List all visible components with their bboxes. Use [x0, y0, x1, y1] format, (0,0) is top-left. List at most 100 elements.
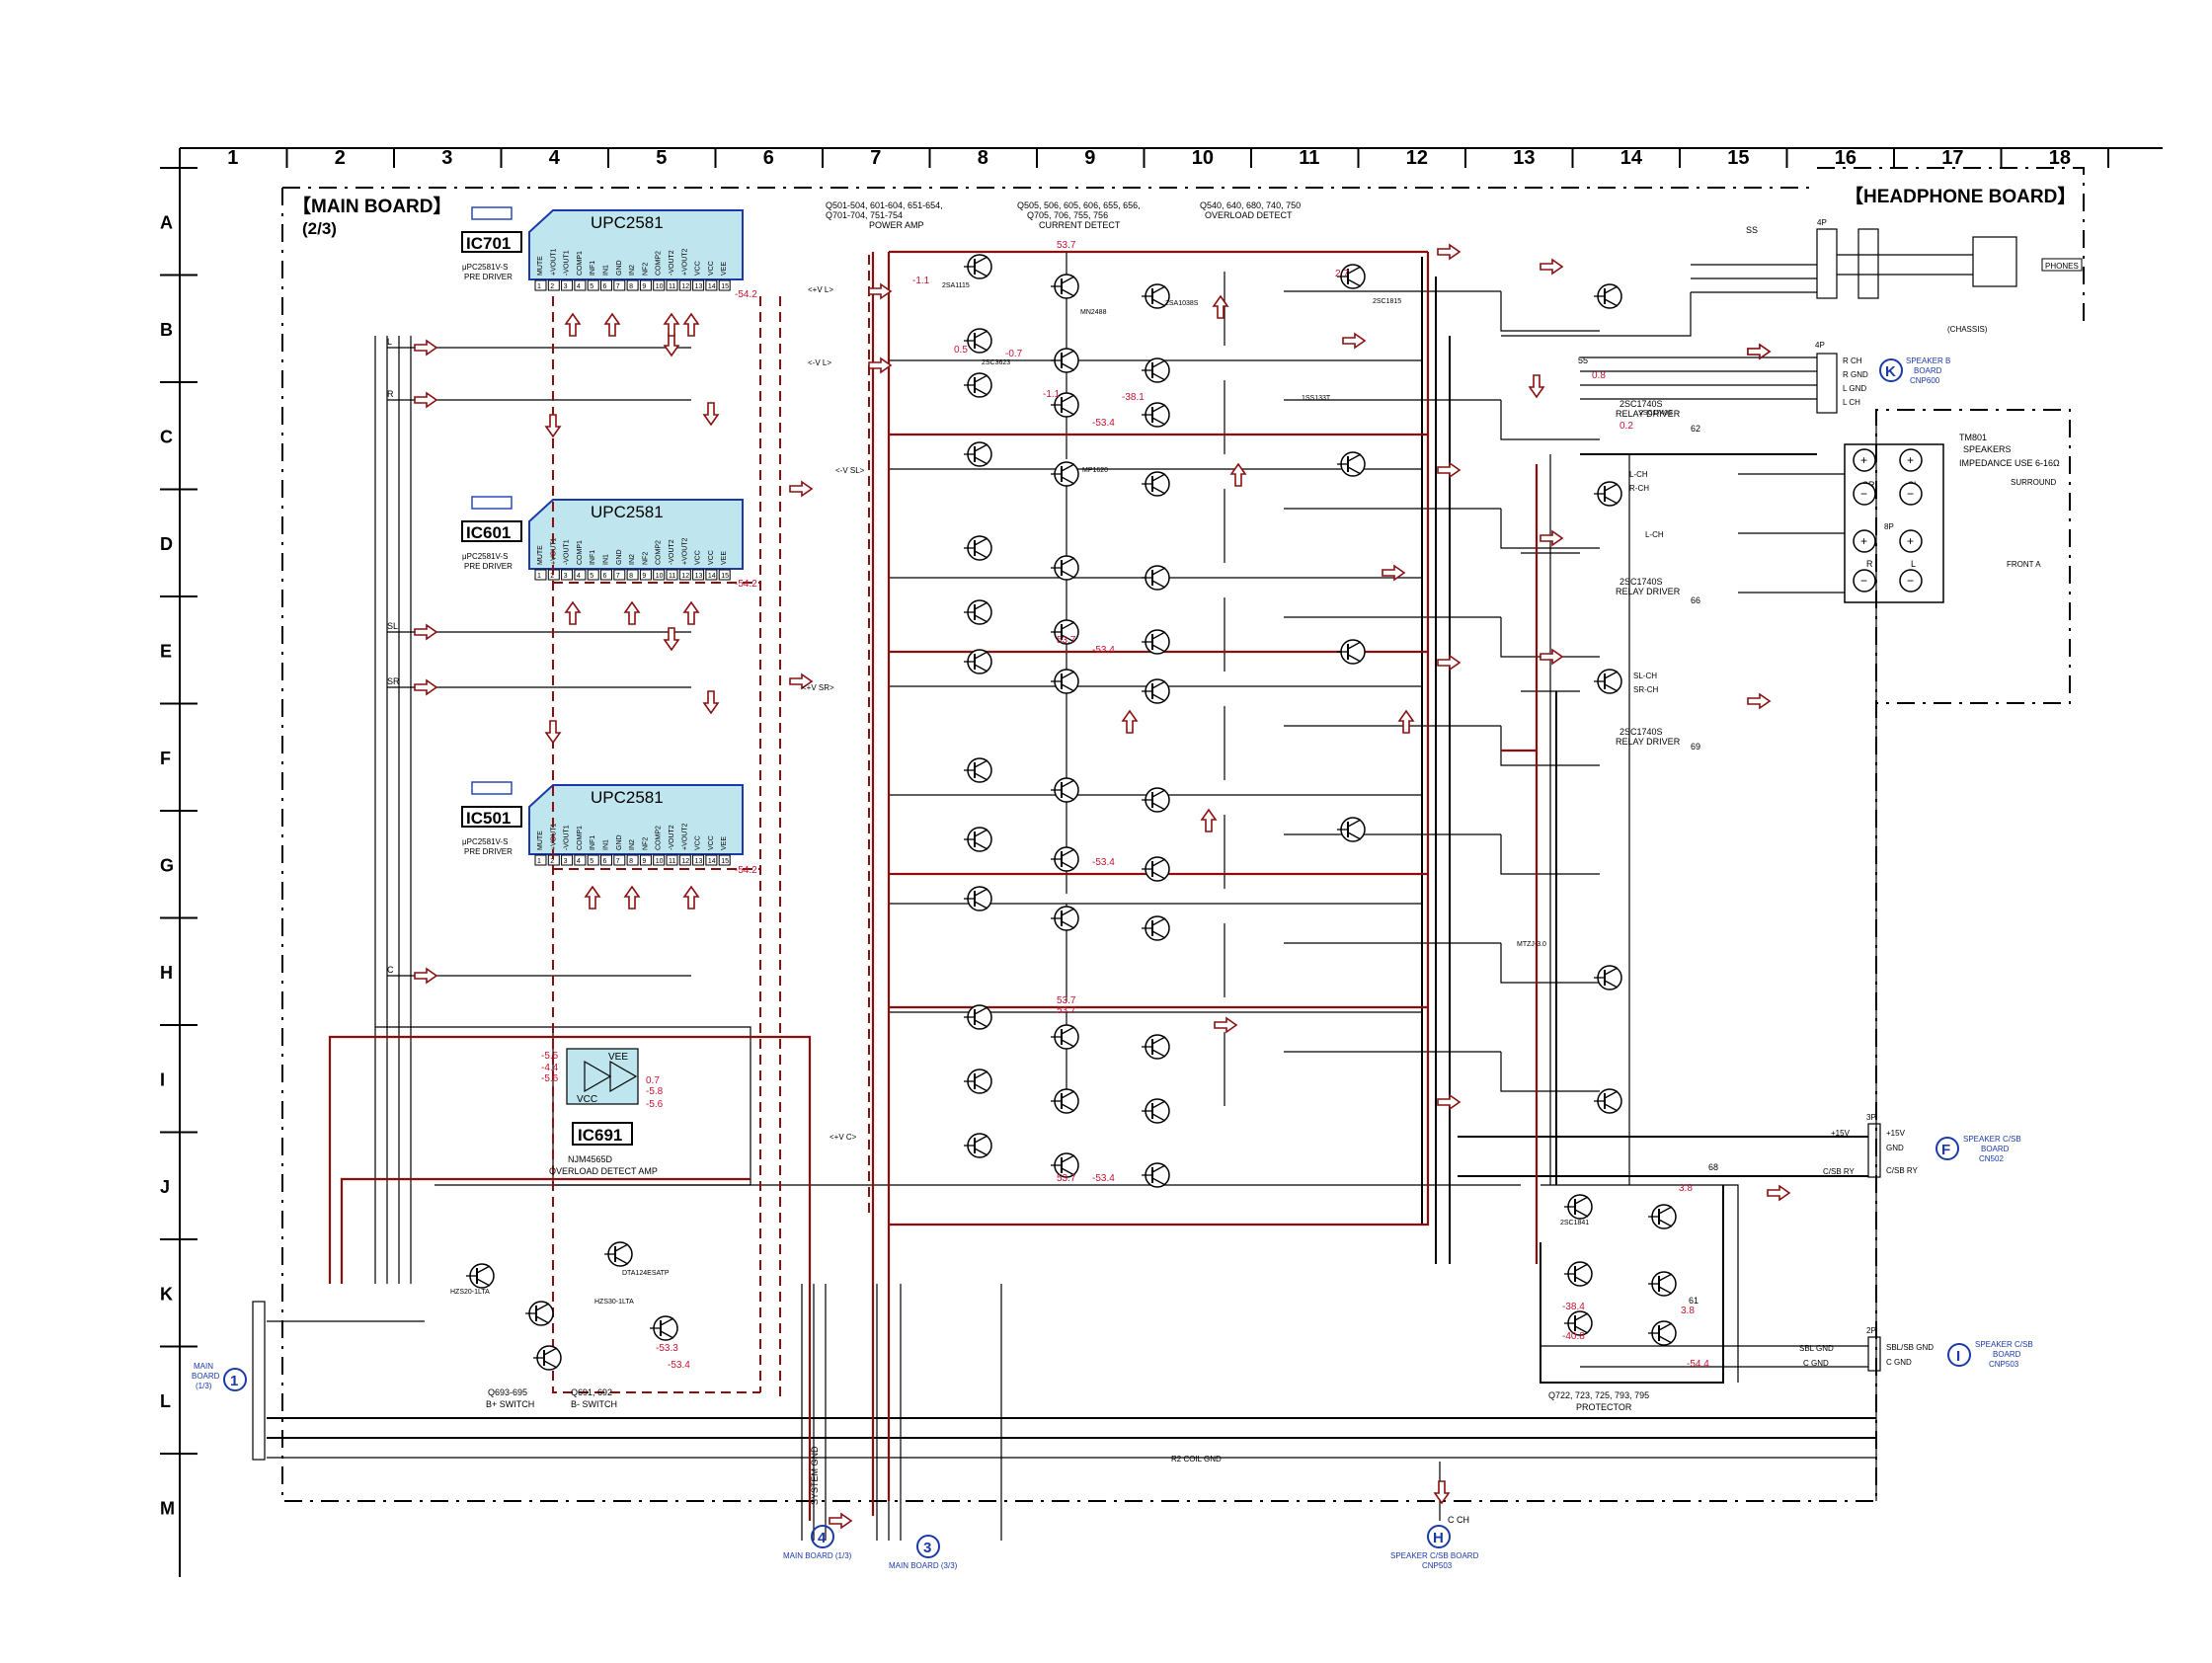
- voltage-label: 53.7: [1057, 240, 1076, 251]
- voltage-label: -53.3: [656, 1343, 678, 1354]
- tm801-conn: 8P: [1884, 522, 1894, 531]
- voltage-label: -53.4: [668, 1360, 690, 1371]
- bottom-conn-h-sub: CNP503: [1422, 1561, 1453, 1570]
- signal-arrow: [1121, 709, 1139, 734]
- ic-part: UPC2581: [591, 213, 664, 232]
- row-label: J: [160, 1177, 170, 1197]
- transistor: [1142, 787, 1170, 813]
- voltage-label: 53.7: [1057, 995, 1076, 1006]
- bottom-conn-h-net: C CH: [1448, 1515, 1469, 1525]
- ic-pin-name: COMP2: [656, 540, 663, 565]
- ic-pin-num: 12: [681, 573, 689, 580]
- ic691-desc1: NJM4565D: [568, 1154, 613, 1164]
- main-board-title: 【MAIN BOARD】: [292, 195, 452, 217]
- ic-pin-num: 3: [564, 573, 568, 580]
- ic-pin-num: 5: [590, 283, 593, 290]
- signal-arrow: [623, 600, 641, 625]
- net-vc-pos: <+V C>: [830, 1133, 857, 1142]
- power-rail-wire: [1501, 464, 1539, 1264]
- csbi-label: SPEAKER C/SB: [1975, 1340, 2033, 1349]
- voltage-label: -5.6: [646, 1099, 664, 1110]
- voltage-label: 53.7: [1057, 1005, 1076, 1016]
- overload-detect-header-2: OVERLOAD DETECT: [1205, 210, 1293, 220]
- r2-coil-gnd-label: R2 COIL GND: [1171, 1455, 1222, 1464]
- ic691-vee: VEE: [608, 1052, 628, 1063]
- wire: [1500, 617, 1600, 658]
- ic-pin-num: 1: [537, 573, 541, 580]
- ic-pin-name: -VOUT1: [564, 250, 571, 276]
- column-label: 17: [1941, 147, 1963, 169]
- transistor: [1142, 678, 1170, 704]
- ic-pin-num: 3: [564, 283, 568, 290]
- row-label: H: [160, 963, 173, 983]
- tm801-r: R: [1866, 559, 1873, 569]
- bottom-conn-4-circle: 4: [818, 1530, 827, 1546]
- part-label: 2SC1740S: [1639, 410, 1673, 417]
- voltage-label: -54.4: [1687, 1359, 1709, 1370]
- spb-sub2: CNP600: [1910, 376, 1940, 385]
- voltage-label: 0.7: [646, 1075, 660, 1086]
- csbf-sub1: BOARD: [1981, 1145, 2010, 1153]
- ic-pin-num: 15: [721, 283, 729, 290]
- ic-pin-num: 8: [629, 858, 633, 865]
- ic-pin-num: 2: [550, 858, 554, 865]
- wire: [553, 1026, 751, 1185]
- headphone-jack-area: 4P SS PHONES (CHASSIS): [1746, 218, 2083, 334]
- signal-arrow: [1437, 654, 1462, 672]
- signal-arrow: [414, 339, 438, 356]
- signal-arrow: [544, 720, 562, 745]
- ic-part: UPC2581: [591, 788, 664, 807]
- transistor: [1337, 817, 1366, 842]
- spb-conn: 4P: [1815, 341, 1825, 350]
- spb-label: SPEAKER B: [1906, 356, 1950, 365]
- column-label: 3: [441, 147, 452, 169]
- ic-pin-name: IN2: [629, 554, 636, 565]
- tm801-title: TM801: [1959, 433, 1987, 442]
- relay-driver-1a: 2SC1740S: [1620, 399, 1663, 409]
- ic-pin-num: 10: [656, 283, 664, 290]
- bplus-parts: Q693-695: [488, 1387, 527, 1397]
- ic691-vcc: VCC: [577, 1094, 597, 1105]
- power-rail-wire: [340, 1177, 750, 1284]
- ic-desc2: PRE DRIVER: [464, 847, 513, 856]
- ic-pin-name: MUTE: [537, 256, 544, 276]
- part-label: 2SC1815: [1373, 298, 1401, 305]
- ic-pin-num: 15: [721, 858, 729, 865]
- transistor: [1051, 274, 1079, 299]
- ic-pin-name: VCC: [695, 550, 702, 565]
- ic-pin-name: VEE: [721, 262, 728, 276]
- voltage-label: -1.1: [912, 276, 930, 286]
- bottom-conn-3-label: MAIN BOARD (3/3): [889, 1561, 958, 1570]
- ic-pin-num: 13: [695, 858, 703, 865]
- transistor: [1051, 1088, 1079, 1114]
- ic-pin-name: -VOUT2: [669, 250, 675, 276]
- ic-pin-num: 9: [642, 858, 646, 865]
- spb-pin-lch: L CH: [1843, 398, 1860, 407]
- speaker-terminal: [1899, 529, 1923, 553]
- bottom-conn-h-label: SPEAKER C/SB BOARD: [1390, 1551, 1479, 1560]
- ic-pin-name: VEE: [721, 551, 728, 565]
- ic-pin-name: -VOUT2: [669, 825, 675, 850]
- relay-driver-3b: RELAY DRIVER: [1616, 737, 1681, 747]
- transistor: [964, 328, 992, 354]
- voltage-label: -38.4: [1562, 1302, 1585, 1312]
- ic-pin-num: 5: [590, 573, 593, 580]
- wire-number: 66: [1691, 595, 1700, 605]
- signal-arrow: [1397, 709, 1415, 734]
- bminus-parts: Q691, 692: [571, 1387, 612, 1397]
- transistor: [1564, 1310, 1593, 1336]
- csbf-pin-ry: C/SB RY: [1886, 1166, 1919, 1175]
- column-label: 1: [227, 147, 238, 169]
- ic-pin-name: IN1: [603, 265, 610, 276]
- part-label: 2SC3623: [982, 359, 1010, 366]
- transistor: [466, 1263, 495, 1289]
- part-label: DTA124ESATP: [622, 1270, 670, 1277]
- relay-driver-1b: RELAY DRIVER: [1616, 409, 1681, 419]
- hp-phones-label: PHONES: [2045, 262, 2079, 271]
- voltage-label: -0.7: [1005, 349, 1023, 359]
- voltage-label: -53.4: [1092, 645, 1115, 656]
- csbf-conn: 3P: [1866, 1113, 1876, 1122]
- part-label: 2SC1841: [1560, 1220, 1589, 1227]
- wire-number: 69: [1691, 742, 1700, 752]
- channel-label: R: [387, 389, 394, 399]
